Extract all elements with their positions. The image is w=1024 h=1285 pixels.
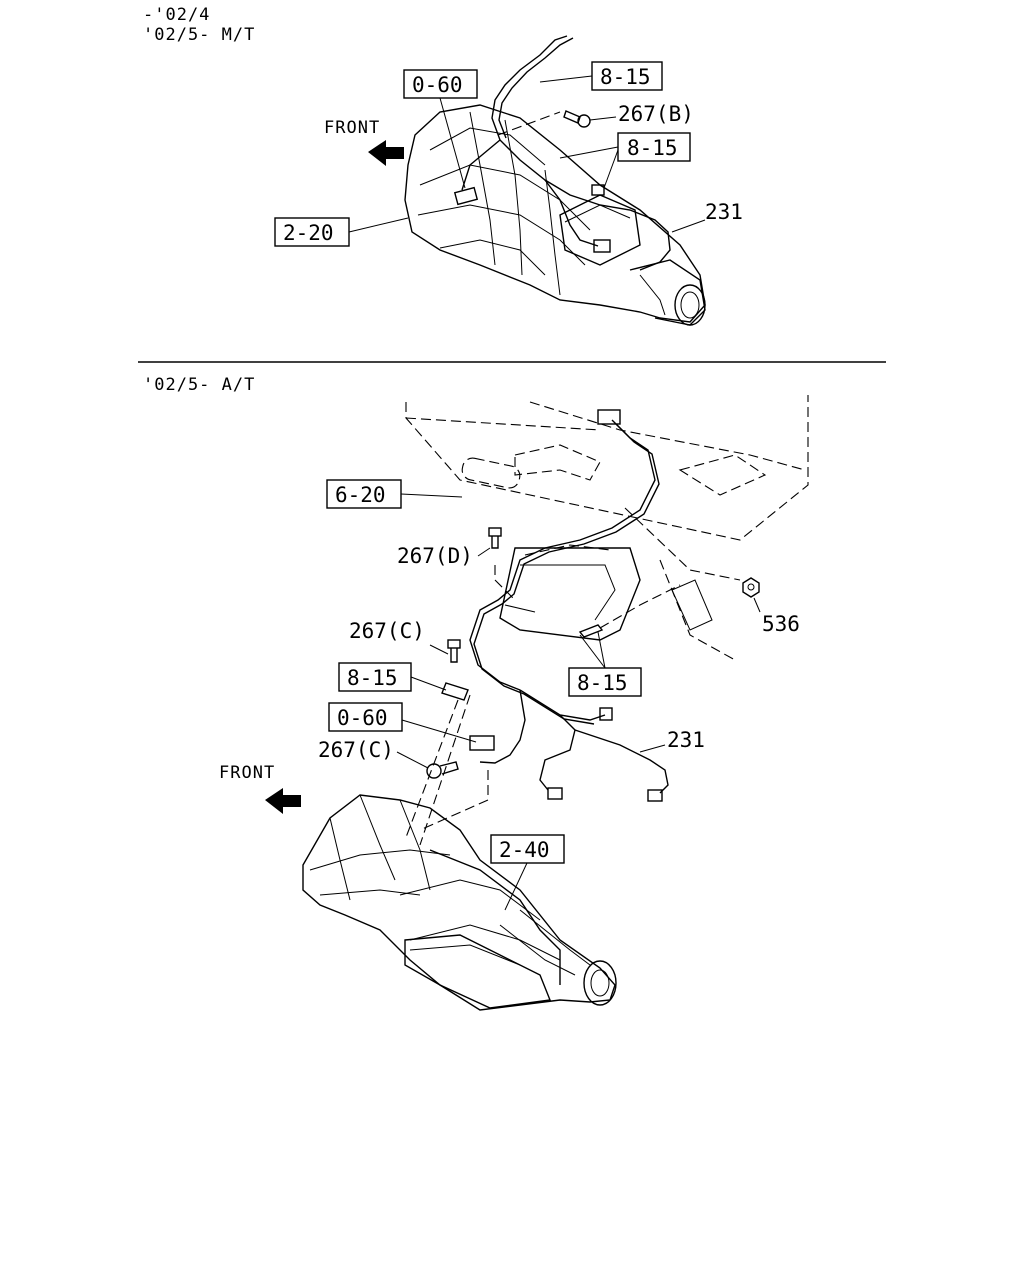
mt-ref-8-15-top: 8-15 xyxy=(600,65,651,89)
mt-section: FRONT xyxy=(274,35,743,326)
floor-panel xyxy=(405,395,809,661)
mt-part-267b: 267(B) xyxy=(618,102,694,126)
mt-ref-0-60: 0-60 xyxy=(412,73,463,97)
at-front-label: FRONT xyxy=(219,763,275,783)
mt-ref-8-15-mid: 8-15 xyxy=(627,136,678,160)
connector-icon xyxy=(547,787,563,800)
bolt-icon xyxy=(447,639,461,663)
at-ref-0-60: 0-60 xyxy=(337,706,388,730)
mt-header-line2: '02/5- M/T xyxy=(143,25,255,45)
mounting-bracket xyxy=(499,547,641,641)
at-ref-2-40: 2-40 xyxy=(499,838,550,862)
at-ref-2-40-box xyxy=(490,834,565,864)
front-arrow-icon xyxy=(368,140,404,166)
at-ref-8-15-left: 8-15 xyxy=(347,666,398,690)
at-part-267c-lower: 267(C) xyxy=(318,738,394,762)
at-section: FRONT xyxy=(219,395,809,1011)
front-arrow-icon xyxy=(265,788,301,814)
mt-ref-2-20-box xyxy=(274,217,350,247)
connector-icon xyxy=(591,184,605,196)
bolt-icon xyxy=(488,527,502,549)
automatic-transmission xyxy=(302,794,617,1011)
mt-ref-8-15-top-box xyxy=(591,61,663,91)
manual-transmission xyxy=(404,104,706,326)
connector-icon xyxy=(469,735,495,751)
connector-icon xyxy=(593,239,611,253)
mt-ref-8-15-mid-box xyxy=(617,132,691,162)
bolt-icon xyxy=(426,761,459,779)
mt-front-label: FRONT xyxy=(324,118,380,138)
at-ref-0-60-box xyxy=(328,702,403,732)
mt-ref-2-20: 2-20 xyxy=(283,221,334,245)
connector-icon xyxy=(647,789,663,802)
at-part-231: 231 xyxy=(667,728,705,752)
mt-part-231: 231 xyxy=(705,200,743,224)
connector-icon xyxy=(453,186,479,206)
at-part-267c-upper: 267(C) xyxy=(349,619,425,643)
mt-header-line1: -'02/4 xyxy=(143,5,210,25)
at-harness xyxy=(469,419,669,794)
at-ref-8-15-right: 8-15 xyxy=(577,671,628,695)
at-ref-8-15-right-box xyxy=(568,667,642,697)
at-ref-6-20-box xyxy=(326,479,402,509)
at-part-267d: 267(D) xyxy=(397,544,473,568)
connector-icon xyxy=(599,707,613,721)
at-part-536: 536 xyxy=(762,612,800,636)
at-ref-6-20: 6-20 xyxy=(335,483,386,507)
at-header-line: '02/5- A/T xyxy=(143,375,255,395)
connector-icon xyxy=(597,409,621,425)
bolt-icon xyxy=(563,110,591,128)
mt-harness xyxy=(491,35,671,271)
nut-icon xyxy=(742,577,760,598)
